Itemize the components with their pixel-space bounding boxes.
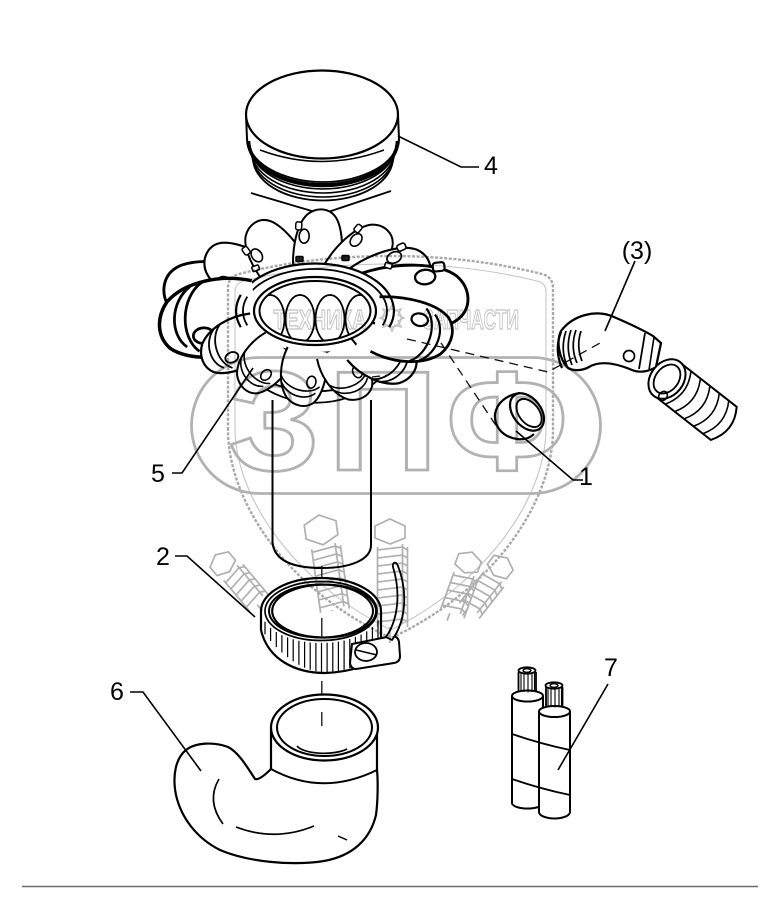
svg-text:З: З — [228, 342, 320, 501]
svg-text:5: 5 — [151, 460, 165, 488]
svg-text:ТЕХНИКА: ТЕХНИКА — [274, 304, 367, 335]
svg-text:7: 7 — [604, 654, 618, 682]
svg-text:ЗАПЧАСТИ: ЗАПЧАСТИ — [423, 304, 519, 335]
svg-text:Ф: Ф — [446, 342, 568, 501]
svg-text:1: 1 — [579, 463, 593, 491]
svg-text:(3): (3) — [622, 237, 653, 265]
svg-text:6: 6 — [110, 678, 124, 706]
svg-text:2: 2 — [156, 543, 170, 571]
svg-text:П: П — [328, 342, 438, 501]
svg-text:4: 4 — [484, 152, 498, 180]
